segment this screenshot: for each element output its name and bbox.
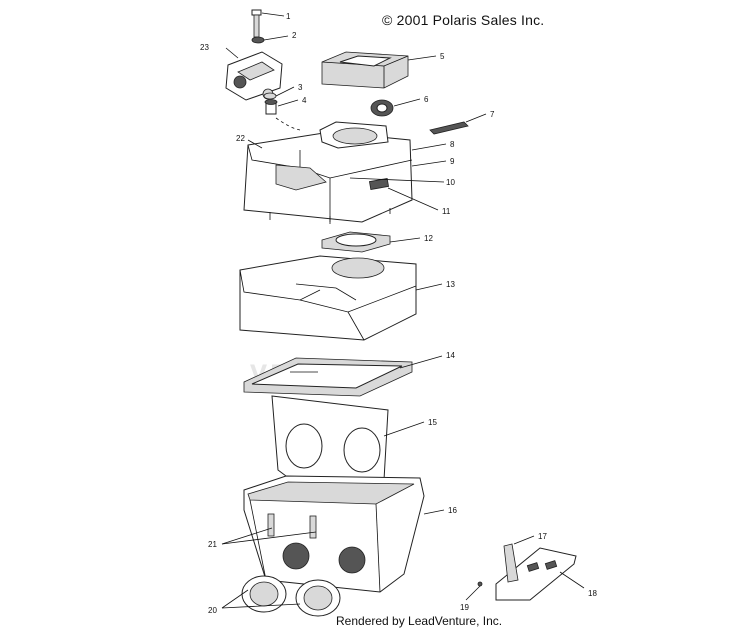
part-14-plate	[243, 357, 413, 397]
part-7-strip	[429, 121, 469, 135]
callout-5: 5	[440, 52, 445, 61]
part-4-fitting	[264, 99, 278, 115]
callout-19: 19	[460, 603, 469, 612]
part-22-airbox-cover	[243, 121, 413, 224]
part-12-gasket	[321, 231, 391, 253]
callout-21: 21	[208, 540, 217, 549]
callout-2: 2	[292, 31, 297, 40]
part-13-filter-block	[239, 255, 417, 341]
part-5-foam-block	[321, 51, 409, 89]
part-16-airbox-base	[243, 475, 425, 593]
part-6-grommet	[370, 99, 394, 117]
leader-lines	[221, 12, 585, 609]
part-1-bolt	[251, 9, 262, 38]
callout-17: 17	[538, 532, 547, 541]
callout-15: 15	[428, 418, 437, 427]
copyright-notice: © 2001 Polaris Sales Inc.	[382, 12, 545, 28]
part-15-screen	[271, 395, 389, 501]
callout-20: 20	[208, 606, 217, 615]
callout-7: 7	[490, 110, 495, 119]
callout-8: 8	[450, 140, 455, 149]
part-18-bracket	[495, 547, 577, 601]
callout-13: 13	[446, 280, 455, 289]
callout-23: 23	[200, 43, 209, 52]
part-2-washer	[251, 36, 265, 44]
callout-1: 1	[286, 12, 291, 21]
callout-14: 14	[446, 351, 455, 360]
callout-18: 18	[588, 589, 597, 598]
callout-22: 22	[236, 134, 245, 143]
callout-6: 6	[424, 95, 429, 104]
part-23-coil	[225, 51, 283, 101]
callout-16: 16	[448, 506, 457, 515]
part-17-boot	[503, 543, 519, 583]
callout-9: 9	[450, 157, 455, 166]
callout-labels: 1 2 23 3 4 5 6 7 22 8 9 10 11 12 13 14 1…	[200, 12, 597, 615]
part-19-clip	[477, 581, 483, 587]
callout-4: 4	[302, 96, 307, 105]
callout-11: 11	[442, 207, 451, 216]
hose-dashed-line	[275, 117, 301, 131]
part-20-couplers	[241, 575, 341, 617]
callout-3: 3	[298, 83, 303, 92]
render-credit: Rendered by LeadVenture, Inc.	[336, 614, 503, 628]
callout-10: 10	[446, 178, 455, 187]
callout-12: 12	[424, 234, 433, 243]
part-3-nut	[263, 92, 277, 100]
